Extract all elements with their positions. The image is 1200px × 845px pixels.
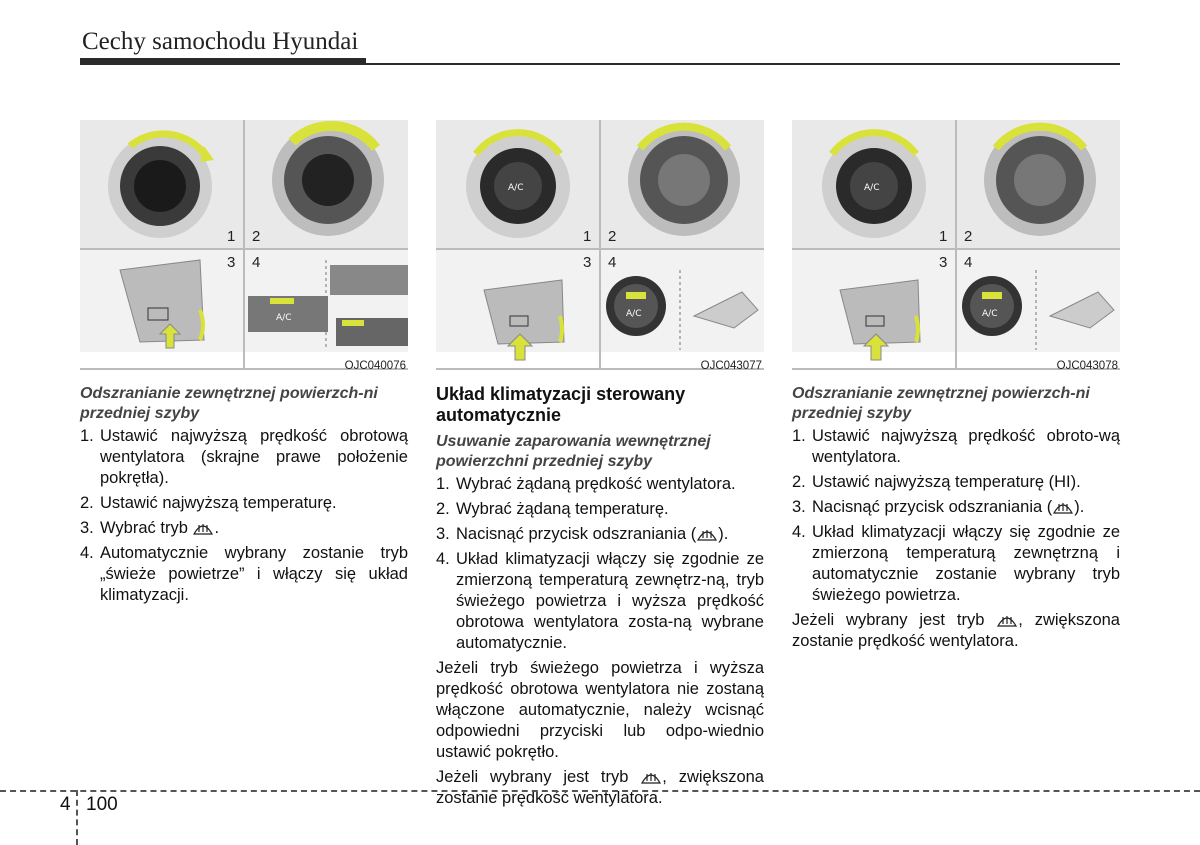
figure-label: 2	[608, 228, 617, 245]
list-item: 3.Nacisnąć przycisk odszraniania ().	[436, 525, 729, 543]
front-defrost-icon	[1053, 503, 1074, 514]
figure-label: 3	[583, 254, 592, 271]
column-1: Odszranianie zewnętrznej powierzch-ni pr…	[80, 384, 408, 610]
figure-3-illustration: A/C A/C	[822, 122, 1115, 361]
chapter-number: 4	[60, 794, 71, 815]
front-defrost-icon	[193, 524, 214, 535]
figure-code: OJC043077	[700, 360, 762, 372]
figure-1: A/C 1 2 3 4 OJC040076	[80, 120, 408, 380]
push-arrow-icon	[506, 333, 534, 361]
figure-label: 3	[939, 254, 948, 271]
list-item: 1.Wybrać żądaną prędkość wentylatora.	[436, 475, 736, 493]
figure-label: 2	[252, 228, 261, 245]
figure-2: A/C A/C 1 2 3 4 OJC043077	[436, 120, 764, 380]
defrost-button-panel	[119, 259, 205, 343]
defrost-button-panel	[839, 279, 921, 345]
svg-text:A/C: A/C	[626, 309, 641, 319]
defrost-button-panel	[483, 279, 565, 345]
header-rule-thick	[80, 58, 366, 65]
figure-label: 1	[227, 228, 236, 245]
figure-label: 4	[608, 254, 617, 271]
section-subtitle: Odszranianie zewnętrznej powierzch-ni pr…	[80, 385, 378, 422]
figure-label: 2	[964, 228, 973, 245]
figure-3: A/C A/C 1 2 3 4 OJC043078	[792, 120, 1120, 380]
dial-knob-icon	[984, 122, 1096, 236]
paragraph: Jeżeli wybrany jest tryb , zwiększona zo…	[436, 768, 764, 807]
list-item: 2.Wybrać żądaną temperaturę.	[436, 500, 669, 518]
push-arrow-icon	[862, 333, 890, 361]
footer-divider	[0, 790, 1200, 792]
dial-knob-icon: A/C	[822, 129, 926, 238]
page-number: 100	[86, 794, 118, 815]
paragraph: Jeżeli tryb świeżego powietrza i wyższa …	[436, 659, 764, 761]
push-arrow-icon	[158, 323, 182, 349]
figure-code: OJC040076	[344, 360, 406, 372]
figure-label: 3	[227, 254, 236, 271]
list-item: 1.Ustawić najwyższą prędkość obroto-wą w…	[792, 427, 1120, 466]
section-heading: Układ klimatyzacji sterowany automatyczn…	[436, 384, 686, 425]
list-item: 3.Wybrać tryb .	[80, 519, 220, 537]
list-item: 1.Ustawić najwyższą prędkość obrotową we…	[80, 427, 408, 487]
dial-knob-icon	[272, 120, 384, 236]
svg-text:A/C: A/C	[982, 309, 997, 319]
figure-label: 1	[939, 228, 948, 245]
ac-button-round: A/C	[962, 270, 1115, 350]
dial-knob-icon	[108, 130, 214, 238]
front-defrost-icon	[997, 616, 1018, 627]
svg-text:A/C: A/C	[864, 183, 879, 193]
figure-code: OJC043078	[1056, 360, 1118, 372]
figure-label: 4	[252, 254, 261, 271]
list-item: 4.Automatycznie wybrany zostanie tryb „ś…	[80, 544, 408, 604]
column-2: Układ klimatyzacji sterowany automatyczn…	[436, 384, 764, 813]
section-subtitle: Usuwanie zaparowania wewnętrznej powierz…	[436, 433, 711, 470]
figure-1-illustration: A/C	[108, 120, 408, 350]
list-item: 2.Ustawić najwyższą temperaturę.	[80, 494, 337, 512]
list-item: 3.Nacisnąć przycisk odszraniania ().	[792, 498, 1085, 516]
list-item: 2.Ustawić najwyższą temperaturę (HI).	[792, 473, 1081, 491]
ac-button-round: A/C	[606, 270, 759, 350]
section-subtitle: Odszranianie zewnętrznej powierzch-ni pr…	[792, 385, 1090, 422]
figure-2-illustration: A/C A/C	[466, 122, 759, 361]
list-item: 4.Układ klimatyzacji włączy się zgodnie …	[436, 550, 764, 652]
front-defrost-icon	[697, 530, 718, 541]
dial-knob-icon	[628, 122, 740, 236]
svg-text:A/C: A/C	[508, 183, 523, 193]
front-defrost-icon	[641, 773, 662, 784]
page-header-title: Cechy samochodu Hyundai	[82, 28, 359, 55]
dial-knob-icon: A/C	[466, 129, 570, 238]
column-3: Odszranianie zewnętrznej powierzch-ni pr…	[792, 384, 1120, 656]
paragraph: Jeżeli wybrany jest tryb , zwiększona zo…	[792, 611, 1120, 650]
figure-label: 1	[583, 228, 592, 245]
header-rule-thin	[366, 63, 1120, 65]
svg-text:A/C: A/C	[276, 313, 291, 323]
footer-divider-vertical	[76, 790, 78, 845]
ac-button-strip: A/C	[248, 260, 408, 350]
list-item: 4.Układ klimatyzacji włączy się zgodnie …	[792, 523, 1120, 604]
figure-label: 4	[964, 254, 973, 271]
